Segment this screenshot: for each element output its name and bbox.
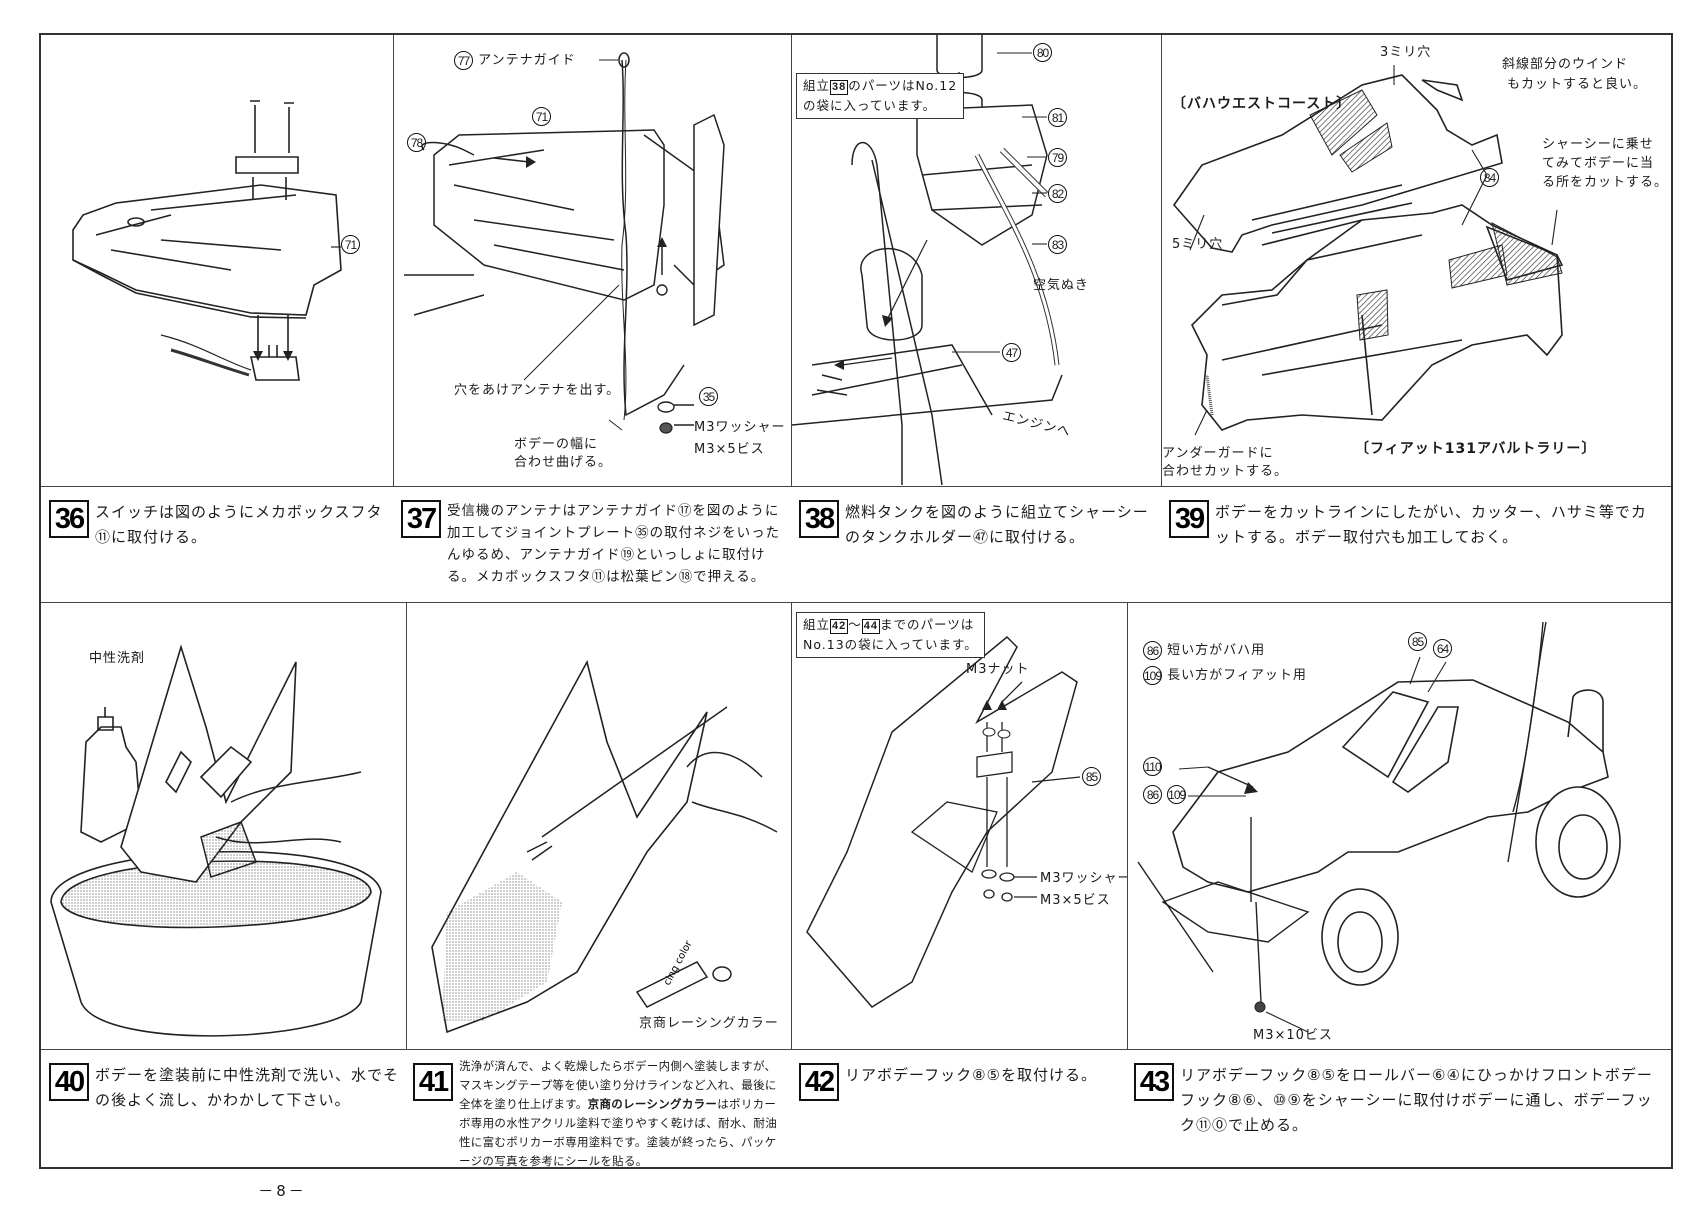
step-number-37: 37 xyxy=(401,500,441,538)
window-note-1: 斜線部分のウインド xyxy=(1502,57,1629,72)
antenna-guide-label: 77 アンテナガイド xyxy=(454,49,576,70)
screw-label: M3×5ビス xyxy=(1040,893,1111,908)
panel-37-illustration: 77 アンテナガイド 71 78 35 穴をあけアンテナを出す。 ボデーの幅に … xyxy=(394,35,792,486)
chassis-note-2: てみてボデーに当 xyxy=(1542,156,1655,171)
underguard-note-1: アンダーガードに xyxy=(1162,446,1274,461)
callout-71: 71 xyxy=(532,107,551,126)
mecha-box-lid-drawing xyxy=(41,35,394,486)
underguard-note-2: 合わせカットする。 xyxy=(1162,464,1289,479)
step-40: 40 ボデーを塗装前に中性洗剤で洗い、水でその後よく流し、かわかして下さい。 xyxy=(49,1063,401,1113)
step-number-39: 39 xyxy=(1169,500,1209,538)
washer-label: M3ワッシャー xyxy=(694,420,786,435)
callout-80: 80 xyxy=(1033,43,1052,62)
washer-label: M3ワッシャー xyxy=(1040,871,1128,886)
callout-78: 78 xyxy=(407,133,426,152)
row-steps-40-43: 中性洗剤 cing color xyxy=(41,602,1671,1169)
step-41: 41 洗浄が済んで、よく乾燥したらボデー内側へ塗装しますが、マスキングテープ等を… xyxy=(413,1057,788,1171)
short-hook-note: 86 短い方がバハ用 xyxy=(1143,639,1265,660)
callout-79: 79 xyxy=(1048,148,1067,167)
body-cutting-drawing xyxy=(1162,35,1673,486)
callout-85: 85 xyxy=(1082,767,1101,786)
step-38: 38 燃料タンクを図のように組立てシャーシーのタンクホルダー㊼に取付ける。 xyxy=(799,500,1149,550)
step-42: 42 リアボデーフック⑧⑤を取付ける。 xyxy=(799,1063,1119,1101)
step-36: 36 スイッチは図のようにメカボックスフタ⑪に取付ける。 xyxy=(49,500,389,550)
nut-label: M3ナット xyxy=(966,662,1030,677)
page-number: －8－ xyxy=(258,1182,307,1200)
step-number-42: 42 xyxy=(799,1063,839,1101)
fuel-tank-drawing xyxy=(792,35,1077,486)
illustration-band-row1: 71 xyxy=(41,35,1671,487)
screw-label: M3×5ビス xyxy=(694,442,765,457)
screw-label: M3×10ビス xyxy=(1253,1028,1333,1043)
callout-83: 83 xyxy=(1048,235,1067,254)
body-mounting-drawing xyxy=(1128,602,1673,1049)
step-number-40: 40 xyxy=(49,1063,89,1101)
step-text-41: 洗浄が済んで、よく乾燥したらボデー内側へ塗装しますが、マスキングテープ等を使い塗… xyxy=(459,1059,778,1168)
step-number-43: 43 xyxy=(1134,1063,1174,1101)
step-number-38: 38 xyxy=(799,500,839,538)
bend-label-2: 合わせ曲げる。 xyxy=(514,455,613,470)
step-text-38: 燃料タンクを図のように組立てシャーシーのタンクホルダー㊼に取付ける。 xyxy=(845,503,1149,546)
panel-41-illustration: cing color 京商レーシングカラー xyxy=(407,602,792,1049)
callout-110: 110 xyxy=(1143,757,1162,776)
callout-47: 47 xyxy=(1002,343,1021,362)
step-number-41: 41 xyxy=(413,1063,453,1101)
callout-81: 81 xyxy=(1048,108,1067,127)
painting-body-drawing: cing color xyxy=(407,602,792,1049)
baja-body-title: 〔バハウエストコースト〕 xyxy=(1172,96,1352,112)
hole-3mm-label: 3ミリ穴 xyxy=(1380,45,1432,60)
callout-35: 35 xyxy=(699,387,718,406)
long-hook-note: 109 長い方がフィアット用 xyxy=(1143,666,1307,685)
bend-label-1: ボデーの幅に xyxy=(514,437,599,452)
chassis-note-1: シャーシーに乗せ xyxy=(1542,137,1654,152)
step-number-36: 36 xyxy=(49,500,89,538)
racing-color-label: 京商レーシングカラー xyxy=(639,1016,779,1031)
panel-36-illustration: 71 xyxy=(41,35,394,486)
callout-86-109: 86 109 xyxy=(1143,785,1186,804)
row-steps-36-39: 71 xyxy=(41,35,1671,603)
callout-64: 64 xyxy=(1433,639,1452,658)
step-text-39: ボデーをカットラインにしたがい、カッター、ハサミ等でカットする。ボデー取付穴も加… xyxy=(1215,503,1647,546)
antenna-routing-drawing xyxy=(394,35,792,486)
step-text-40: ボデーを塗装前に中性洗剤で洗い、水でその後よく流し、かわかして下さい。 xyxy=(95,1066,400,1109)
window-note-2: もカットすると良い。 xyxy=(1507,77,1648,92)
callout-71: 71 xyxy=(341,235,360,254)
step-text-42: リアボデーフック⑧⑤を取付ける。 xyxy=(845,1066,1097,1084)
callout-82: 82 xyxy=(1048,184,1067,203)
callout-84: 84 xyxy=(1480,168,1499,187)
hole-label: 穴をあけアンテナを出す。 xyxy=(454,383,621,398)
fiat-body-title: 〔フィアット131アバルトラリー〕 xyxy=(1355,441,1597,457)
washing-body-drawing xyxy=(41,602,407,1049)
step-text-43: リアボデーフック⑧⑤をロールバー⑥④にひっかけフロントボデーフック⑧⑥、⑩⑨をシ… xyxy=(1180,1066,1653,1134)
instruction-page-frame: 71 xyxy=(39,33,1673,1169)
rear-body-hook-drawing xyxy=(792,602,1128,1049)
step-text-36: スイッチは図のようにメカボックスフタ⑪に取付ける。 xyxy=(95,503,383,546)
step-text-37: 受信機のアンテナはアンテナガイド⑰を図のように加工してジョイントプレート㉟の取付… xyxy=(447,503,781,585)
step-39: 39 ボデーをカットラインにしたがい、カッター、ハサミ等でカットする。ボデー取付… xyxy=(1169,500,1659,550)
callout-85: 85 xyxy=(1408,632,1427,651)
step-text-band-row2: 40 ボデーを塗装前に中性洗剤で洗い、水でその後よく流し、かわかして下さい。 4… xyxy=(41,1049,1671,1169)
chassis-note-3: る所をカットする。 xyxy=(1542,175,1669,190)
step-37: 37 受信機のアンテナはアンテナガイド⑰を図のように加工してジョイントプレート㉟… xyxy=(401,500,791,588)
step-text-band-row1: 36 スイッチは図のようにメカボックスフタ⑪に取付ける。 37 受信機のアンテナ… xyxy=(41,486,1671,602)
panel-39-illustration: 〔バハウエストコースト〕 3ミリ穴 5ミリ穴 斜線部分のウインド もカットすると… xyxy=(1162,35,1673,486)
step-43: 43 リアボデーフック⑧⑤をロールバー⑥④にひっかけフロントボデーフック⑧⑥、⑩… xyxy=(1134,1063,1664,1138)
detergent-label: 中性洗剤 xyxy=(89,651,146,666)
panel-40-illustration: 中性洗剤 xyxy=(41,602,407,1049)
illustration-band-row2: 中性洗剤 cing color xyxy=(41,602,1671,1050)
panel-43-illustration: 86 短い方がバハ用 109 長い方がフィアット用 85 64 110 86 1… xyxy=(1128,602,1673,1049)
hole-5mm-label: 5ミリ穴 xyxy=(1172,237,1224,252)
air-vent-label: 空気ぬき xyxy=(1033,278,1089,293)
